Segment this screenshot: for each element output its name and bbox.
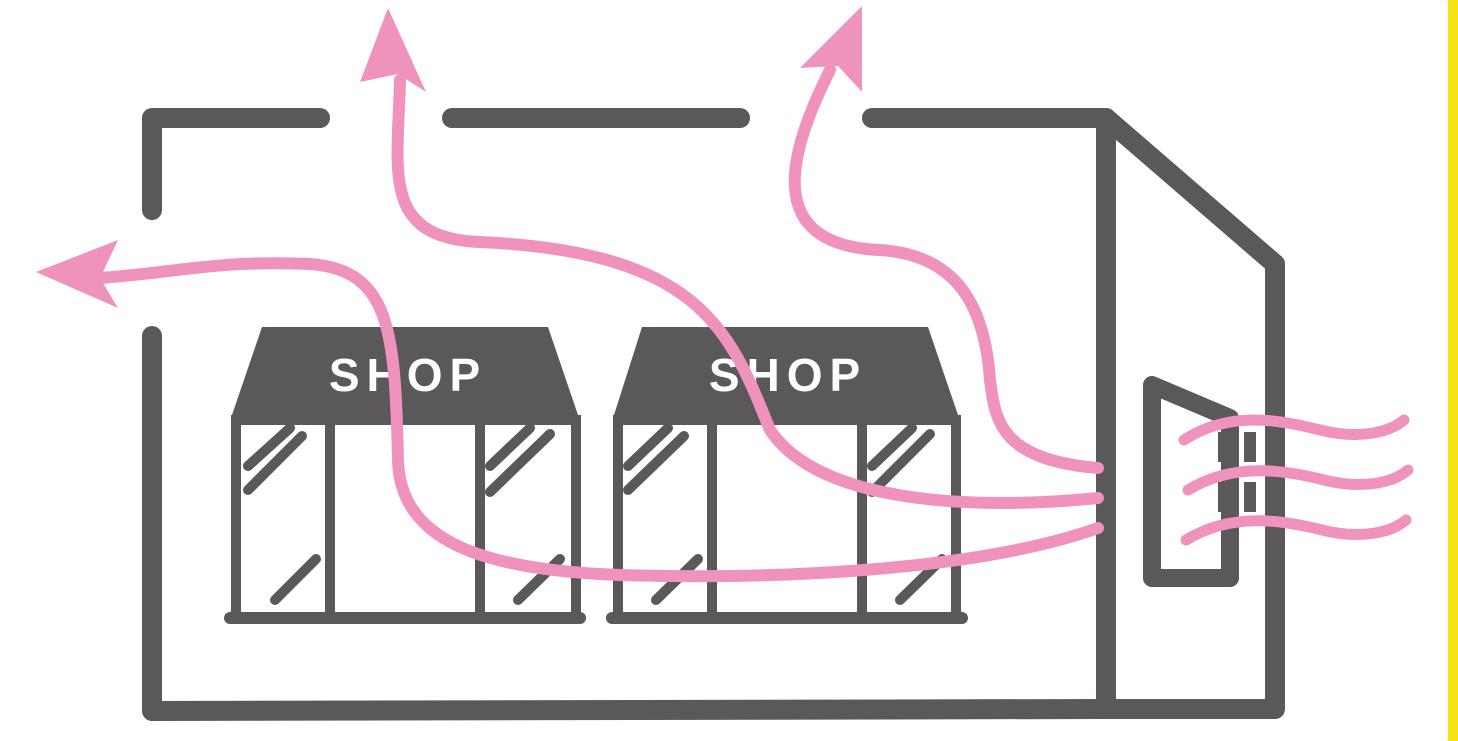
arrowhead-top-left	[360, 8, 426, 92]
shop-awning-2	[614, 327, 958, 415]
building-bottom-wall	[142, 326, 1116, 721]
airflow-arrowheads	[36, 6, 862, 308]
wind-line-2	[1182, 464, 1414, 496]
building-outline	[142, 108, 1285, 721]
wind-lines	[1178, 414, 1414, 546]
airflow-arrows	[94, 64, 1104, 583]
shop-awning-1	[232, 327, 578, 415]
accent-border	[1447, 0, 1458, 741]
arrowhead-top-right	[800, 6, 862, 92]
shop-front-1: SHOP	[224, 327, 586, 624]
vent-grille	[1218, 432, 1256, 512]
shop-label-1: SHOP	[329, 349, 487, 401]
airflow-path-left	[94, 257, 1104, 583]
arrowhead-left	[36, 240, 118, 308]
air-intake-vent	[1143, 376, 1239, 587]
wind-line-3	[1180, 514, 1412, 546]
wind-line-1	[1178, 414, 1410, 446]
airflow-path-top-right	[788, 64, 1104, 474]
airflow-path-top-left	[391, 74, 1104, 509]
building-top-right-wall	[862, 108, 1285, 719]
building-top-left-wall	[142, 108, 330, 220]
